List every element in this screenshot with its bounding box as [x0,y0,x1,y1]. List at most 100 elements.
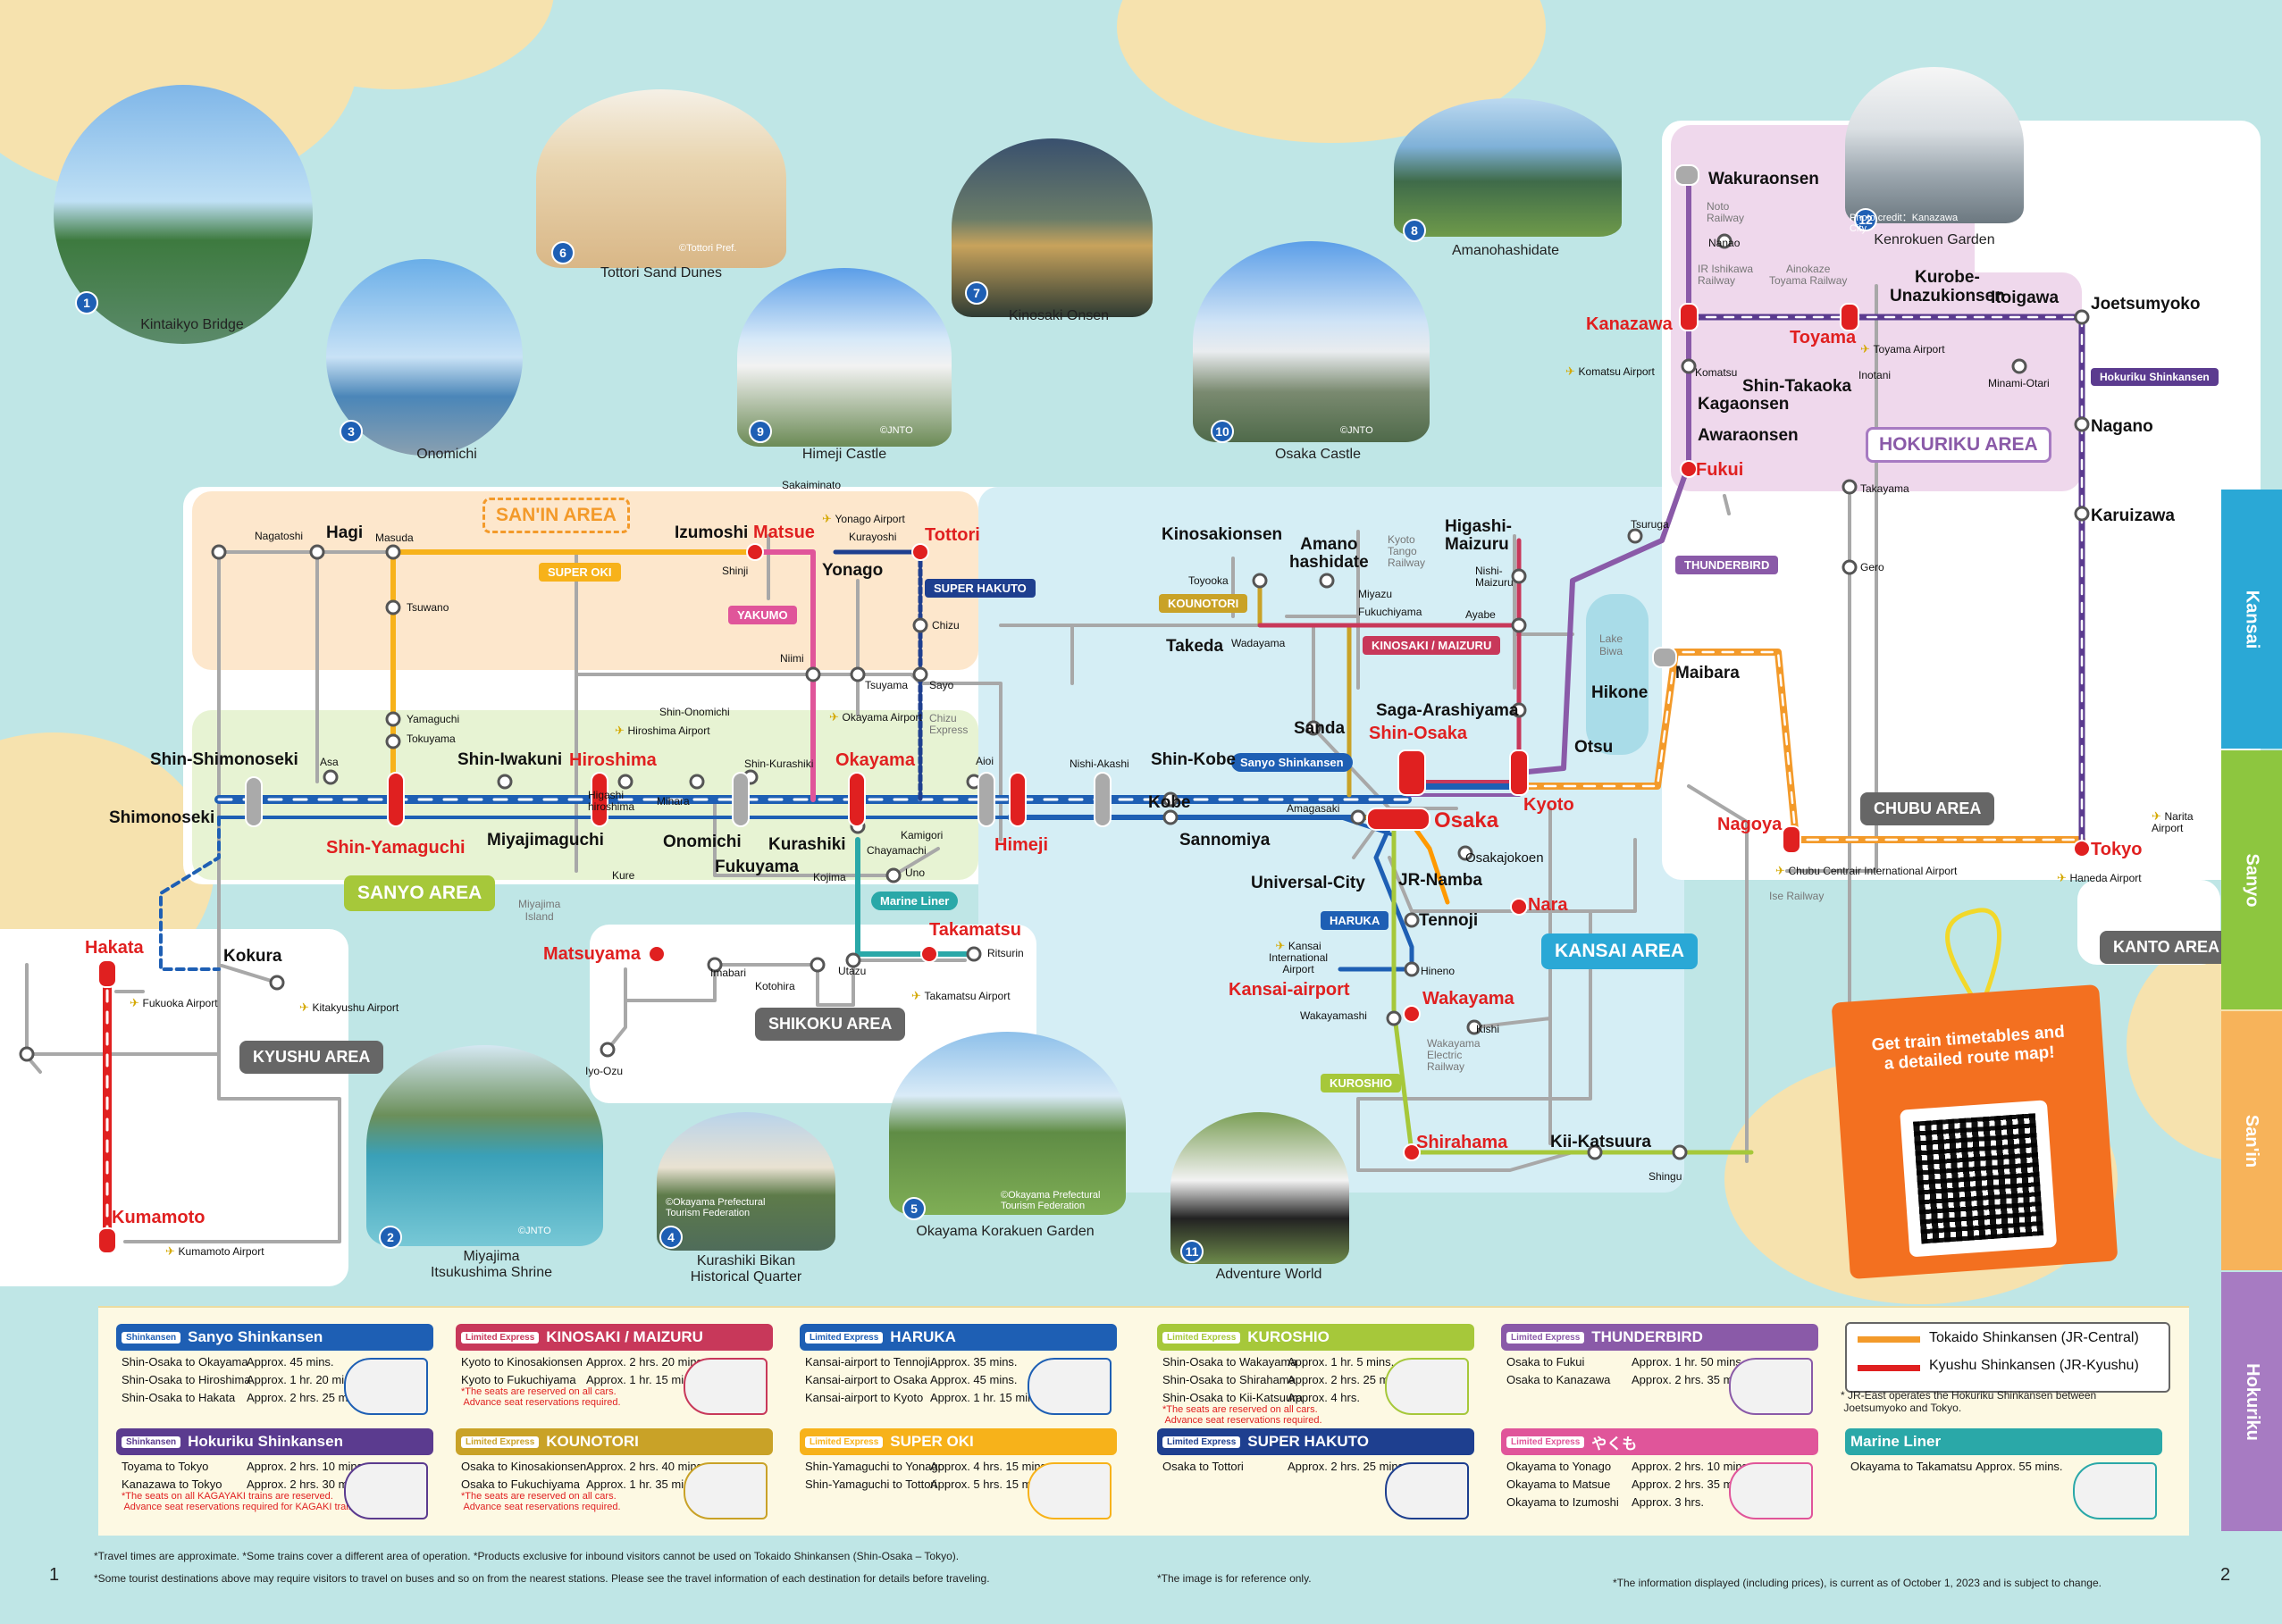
station-tokyo[interactable]: Tokyo [2091,840,2143,859]
station-kotohira[interactable]: Kotohira [755,980,795,992]
station-amagasaki[interactable]: Amagasaki [1287,802,1340,815]
station-hineno[interactable]: Hineno [1421,965,1456,977]
station-wakuraonsen[interactable]: Wakuraonsen [1708,170,1819,188]
station-hiroshima[interactable]: Hiroshima [569,750,657,770]
station-izumoshi[interactable]: Izumoshi [675,523,749,542]
station-takayama[interactable]: Takayama [1860,482,1909,495]
station-joetsumyoko[interactable]: Joetsumyoko [2091,295,2201,314]
station-mihara[interactable]: Mihara [657,795,690,808]
qr-code[interactable] [1900,1100,2058,1258]
station-kurashiki[interactable]: Kurashiki [768,835,846,854]
airport-takamatsu[interactable]: Takamatsu Airport [911,989,1011,1003]
airport-fukuoka[interactable]: Fukuoka Airport [130,996,218,1010]
station-osaka[interactable]: Osaka [1434,808,1499,833]
station-iyo-ozu[interactable]: Iyo-Ozu [585,1065,624,1077]
station-tokuyama[interactable]: Tokuyama [407,732,456,745]
sidetab-sanin[interactable]: San'in [2221,1011,2282,1270]
station-kanazawa[interactable]: Kanazawa [1586,314,1673,334]
station-nagano[interactable]: Nagano [2091,417,2153,436]
station-nanao[interactable]: Nanao [1708,237,1741,249]
station-hakata[interactable]: Hakata [85,938,144,958]
station-sayo[interactable]: Sayo [929,679,954,691]
station-chayamachi[interactable]: Chayamachi [867,844,927,857]
station-hagi[interactable]: Hagi [326,523,364,542]
station-awaraonsen[interactable]: Awaraonsen [1698,426,1799,445]
station-tottori[interactable]: Tottori [925,525,980,545]
station-okayama[interactable]: Okayama [835,750,915,770]
station-minami-otari[interactable]: Minami-Otari [1988,377,2050,389]
station-kurayoshi[interactable]: Kurayoshi [849,531,897,543]
station-kii-katsuura[interactable]: Kii-Katsuura [1550,1133,1651,1151]
station-otsu[interactable]: Otsu [1574,738,1614,757]
station-tsuyama[interactable]: Tsuyama [865,679,909,691]
airport-kitakyushu[interactable]: Kitakyushu Airport [299,1000,399,1015]
station-shin-shimonoseki[interactable]: Shin-Shimonoseki [150,750,298,769]
station-miyazu[interactable]: Miyazu [1358,588,1393,600]
station-shin-onomichi[interactable]: Shin-Onomichi [659,706,730,718]
station-nagoya[interactable]: Nagoya [1717,815,1783,834]
station-imabari[interactable]: Imabari [710,967,747,979]
station-shin-kobe[interactable]: Shin-Kobe [1151,750,1236,769]
station-nagatoshi[interactable]: Nagatoshi [255,530,304,542]
airport-okayama[interactable]: Okayama Airport [829,710,922,724]
station-amanohashidate[interactable]: Amano hashidate [1289,535,1369,572]
airport-kumamoto[interactable]: Kumamoto Airport [165,1244,264,1259]
station-gero[interactable]: Gero [1860,561,1884,573]
station-komatsu[interactable]: Komatsu [1695,366,1738,379]
station-takamatsu[interactable]: Takamatsu [929,920,1022,940]
station-himeji[interactable]: Himeji [994,835,1049,855]
station-sakaiminato[interactable]: Sakaiminato [782,479,842,491]
station-kurobe-unazukionsen[interactable]: Kurobe- Unazukionsen [1890,268,2005,306]
station-uno[interactable]: Uno [905,866,926,879]
airport-hiroshima[interactable]: Hiroshima Airport [615,724,710,738]
station-toyooka[interactable]: Toyooka [1188,574,1229,587]
station-nishi-maizuru[interactable]: Nishi- Maizuru [1475,565,1514,589]
station-tsuwano[interactable]: Tsuwano [407,601,449,614]
station-higashi-maizuru[interactable]: Higashi- Maizuru [1445,517,1512,554]
airport-haneda[interactable]: Haneda Airport [2057,871,2142,885]
station-niimi[interactable]: Niimi [780,652,804,665]
station-wakayamashi[interactable]: Wakayamashi [1300,1009,1367,1022]
station-kagaonsen[interactable]: Kagaonsen [1698,395,1790,414]
station-inotani[interactable]: Inotani [1858,369,1892,381]
station-matsuyama[interactable]: Matsuyama [543,944,641,964]
station-shimonoseki[interactable]: Shimonoseki [109,808,215,827]
station-shingu[interactable]: Shingu [1649,1170,1682,1183]
station-ayabe[interactable]: Ayabe [1465,608,1496,621]
station-itoigawa[interactable]: Itoigawa [1991,289,2060,307]
station-universal-city[interactable]: Universal-City [1251,874,1365,892]
airport-kansai-international[interactable]: Kansai International Airport [1269,940,1328,975]
station-kamigori[interactable]: Kamigori [901,829,944,841]
airport-yonago[interactable]: Yonago Airport [822,512,905,526]
station-matsue[interactable]: Matsue [753,523,815,542]
station-shin-yamaguchi[interactable]: Shin-Yamaguchi [326,838,466,858]
station-sanda[interactable]: Sanda [1294,719,1346,738]
station-chizu[interactable]: Chizu [932,619,960,632]
station-saga-arashiyama[interactable]: Saga-Arashiyama [1376,701,1519,720]
station-fukui[interactable]: Fukui [1696,460,1744,480]
station-utazu[interactable]: Utazu [838,965,867,977]
station-ritsurin[interactable]: Ritsurin [987,947,1024,959]
station-nara[interactable]: Nara [1528,895,1568,915]
station-kansai-airport[interactable]: Kansai-airport [1229,980,1350,1000]
station-maibara[interactable]: Maibara [1675,664,1740,682]
station-aioi[interactable]: Aioi [976,755,994,767]
station-wakayama[interactable]: Wakayama [1422,989,1514,1009]
station-onomichi[interactable]: Onomichi [663,833,742,851]
station-higashi-hiroshima[interactable]: Higashi hiroshima [588,789,635,813]
station-hikone[interactable]: Hikone [1591,683,1649,702]
airport-toyama[interactable]: Toyama Airport [1860,342,1945,356]
station-shin-kurashiki[interactable]: Shin-Kurashiki [744,758,814,770]
station-tennoji[interactable]: Tennoji [1419,911,1479,930]
station-fukuchiyama[interactable]: Fukuchiyama [1358,606,1422,618]
station-sannomiya[interactable]: Sannomiya [1179,831,1271,850]
station-tsuruga[interactable]: Tsuruga [1631,518,1669,531]
station-kobe[interactable]: Kobe [1148,793,1191,812]
station-fukuyama[interactable]: Fukuyama [715,858,799,876]
station-shin-takaoka[interactable]: Shin-Takaoka [1742,377,1852,396]
station-miyajimaguchi[interactable]: Miyajimaguchi [487,831,604,850]
station-shinji[interactable]: Shinji [722,565,749,577]
station-nishi-akashi[interactable]: Nishi-Akashi [1070,758,1129,770]
station-masuda[interactable]: Masuda [375,532,414,544]
station-shin-iwakuni[interactable]: Shin-Iwakuni [457,750,563,769]
